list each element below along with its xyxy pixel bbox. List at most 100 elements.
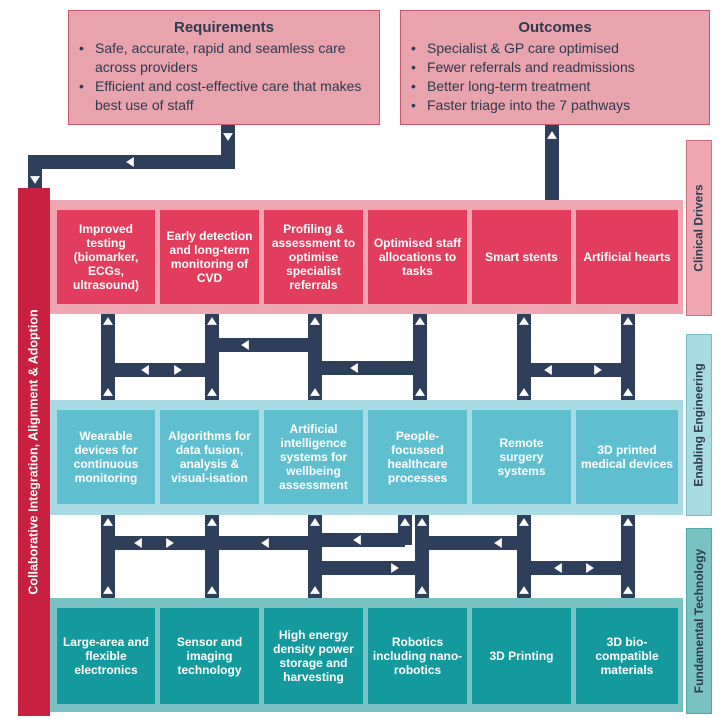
connector-segment (101, 314, 115, 400)
card-robotics: Robotics including nano-robotics (368, 608, 467, 704)
arrow-icon (400, 518, 410, 526)
arrow-icon (207, 518, 217, 526)
arrow-icon (415, 317, 425, 325)
card-3d-printing: 3D Printing (472, 608, 571, 704)
card-people-focussed: People-focussed healthcare processes (368, 410, 467, 504)
card-optimised-staff: Optimised staff allocations to tasks (368, 210, 467, 304)
arrow-icon (519, 586, 529, 594)
card-algorithms-data-fusion: Algorithms for data fusion, analysis & v… (160, 410, 259, 504)
outcomes-item: Better long-term treatment (411, 77, 701, 96)
arrow-icon (391, 563, 399, 573)
connector-segment (108, 536, 315, 550)
card-large-area-electronics: Large-area and flexible electronics (57, 608, 155, 704)
arrow-icon (547, 131, 557, 139)
clinical-drivers-label: Clinical Drivers (686, 140, 712, 316)
arrow-icon (174, 365, 182, 375)
arrow-icon (126, 157, 134, 167)
arrow-icon (103, 317, 113, 325)
arrow-icon (134, 538, 142, 548)
connector-segment (205, 314, 219, 400)
connector-segment (212, 338, 315, 352)
arrow-icon (415, 388, 425, 396)
requirements-item: Efficient and cost-effective care that m… (79, 77, 371, 115)
connector-segment (308, 314, 322, 400)
card-wearable-devices: Wearable devices for continuous monitori… (57, 410, 155, 504)
connector-segment (422, 536, 524, 550)
arrow-icon (223, 133, 233, 141)
collaborative-integration-bar: Collaborative Integration, Alignment & A… (18, 188, 50, 716)
connector-segment (524, 561, 628, 575)
connector-segment (517, 515, 531, 598)
connector-segment (315, 361, 420, 375)
arrow-icon (623, 518, 633, 526)
card-smart-stents: Smart stents (472, 210, 571, 304)
arrow-icon (623, 317, 633, 325)
arrow-icon (623, 586, 633, 594)
fundamental-technology-label: Fundamental Technology (686, 528, 712, 714)
card-3d-bio-compatible: 3D bio-compatible materials (576, 608, 678, 704)
outcomes-item: Specialist & GP care optimised (411, 39, 701, 58)
card-3d-printed-devices: 3D printed medical devices (576, 410, 678, 504)
outcomes-item: Fewer referrals and readmissions (411, 58, 701, 77)
arrow-icon (207, 388, 217, 396)
arrow-icon (417, 518, 427, 526)
connector-segment (413, 314, 427, 400)
connector-segment (308, 515, 322, 598)
arrow-icon (103, 586, 113, 594)
connector-segment (101, 515, 115, 598)
connector-segment (415, 515, 429, 598)
card-artificial-hearts: Artificial hearts (576, 210, 678, 304)
outcomes-item: Faster triage into the 7 pathways (411, 96, 701, 115)
arrow-icon (519, 518, 529, 526)
requirements-title: Requirements (173, 19, 275, 36)
arrow-icon (207, 586, 217, 594)
arrow-icon (519, 388, 529, 396)
outcomes-title: Outcomes (518, 19, 592, 36)
arrow-icon (353, 535, 361, 545)
connector-segment (545, 125, 559, 200)
arrow-icon (594, 365, 602, 375)
card-remote-surgery: Remote surgery systems (472, 410, 571, 504)
collaborative-integration-text: Collaborative Integration, Alignment & A… (27, 309, 41, 595)
card-profiling-assessment: Profiling & assessment to optimise speci… (264, 210, 363, 304)
arrow-icon (103, 518, 113, 526)
enabling-engineering-label: Enabling Engineering (686, 334, 712, 516)
arrow-icon (166, 538, 174, 548)
outcomes-list: Specialist & GP care optimised Fewer ref… (401, 39, 709, 115)
requirements-list: Safe, accurate, rapid and seamless care … (69, 39, 379, 115)
arrow-icon (623, 388, 633, 396)
connector-segment (398, 515, 412, 545)
arrow-icon (310, 586, 320, 594)
connector-segment (517, 314, 531, 400)
connector-segment (621, 314, 635, 400)
connector-segment (108, 363, 212, 377)
connector-segment (524, 363, 628, 377)
connector-segment (205, 515, 219, 598)
card-sensor-imaging: Sensor and imaging technology (160, 608, 259, 704)
arrow-icon (310, 388, 320, 396)
card-early-detection: Early detection and long-term monitoring… (160, 210, 259, 304)
card-high-energy-density: High energy density power storage and ha… (264, 608, 363, 704)
arrow-icon (30, 176, 40, 184)
arrow-icon (544, 365, 552, 375)
arrow-icon (417, 586, 427, 594)
arrow-icon (261, 538, 269, 548)
arrow-icon (586, 563, 594, 573)
connector-segment (621, 515, 635, 598)
arrow-icon (207, 317, 217, 325)
arrow-icon (494, 538, 502, 548)
connector-segment (315, 561, 422, 575)
arrow-icon (310, 317, 320, 325)
requirements-item: Safe, accurate, rapid and seamless care … (79, 39, 371, 77)
requirements-box: Requirements Safe, accurate, rapid and s… (68, 10, 380, 125)
connector-segment (28, 162, 42, 188)
arrow-icon (310, 518, 320, 526)
arrow-icon (241, 340, 249, 350)
card-improved-testing: Improved testing (biomarker, ECGs, ultra… (57, 210, 155, 304)
card-ai-systems: Artificial intelligence systems for well… (264, 410, 363, 504)
outcomes-box: Outcomes Specialist & GP care optimised … (400, 10, 710, 125)
arrow-icon (103, 388, 113, 396)
arrow-icon (519, 317, 529, 325)
arrow-icon (350, 363, 358, 373)
